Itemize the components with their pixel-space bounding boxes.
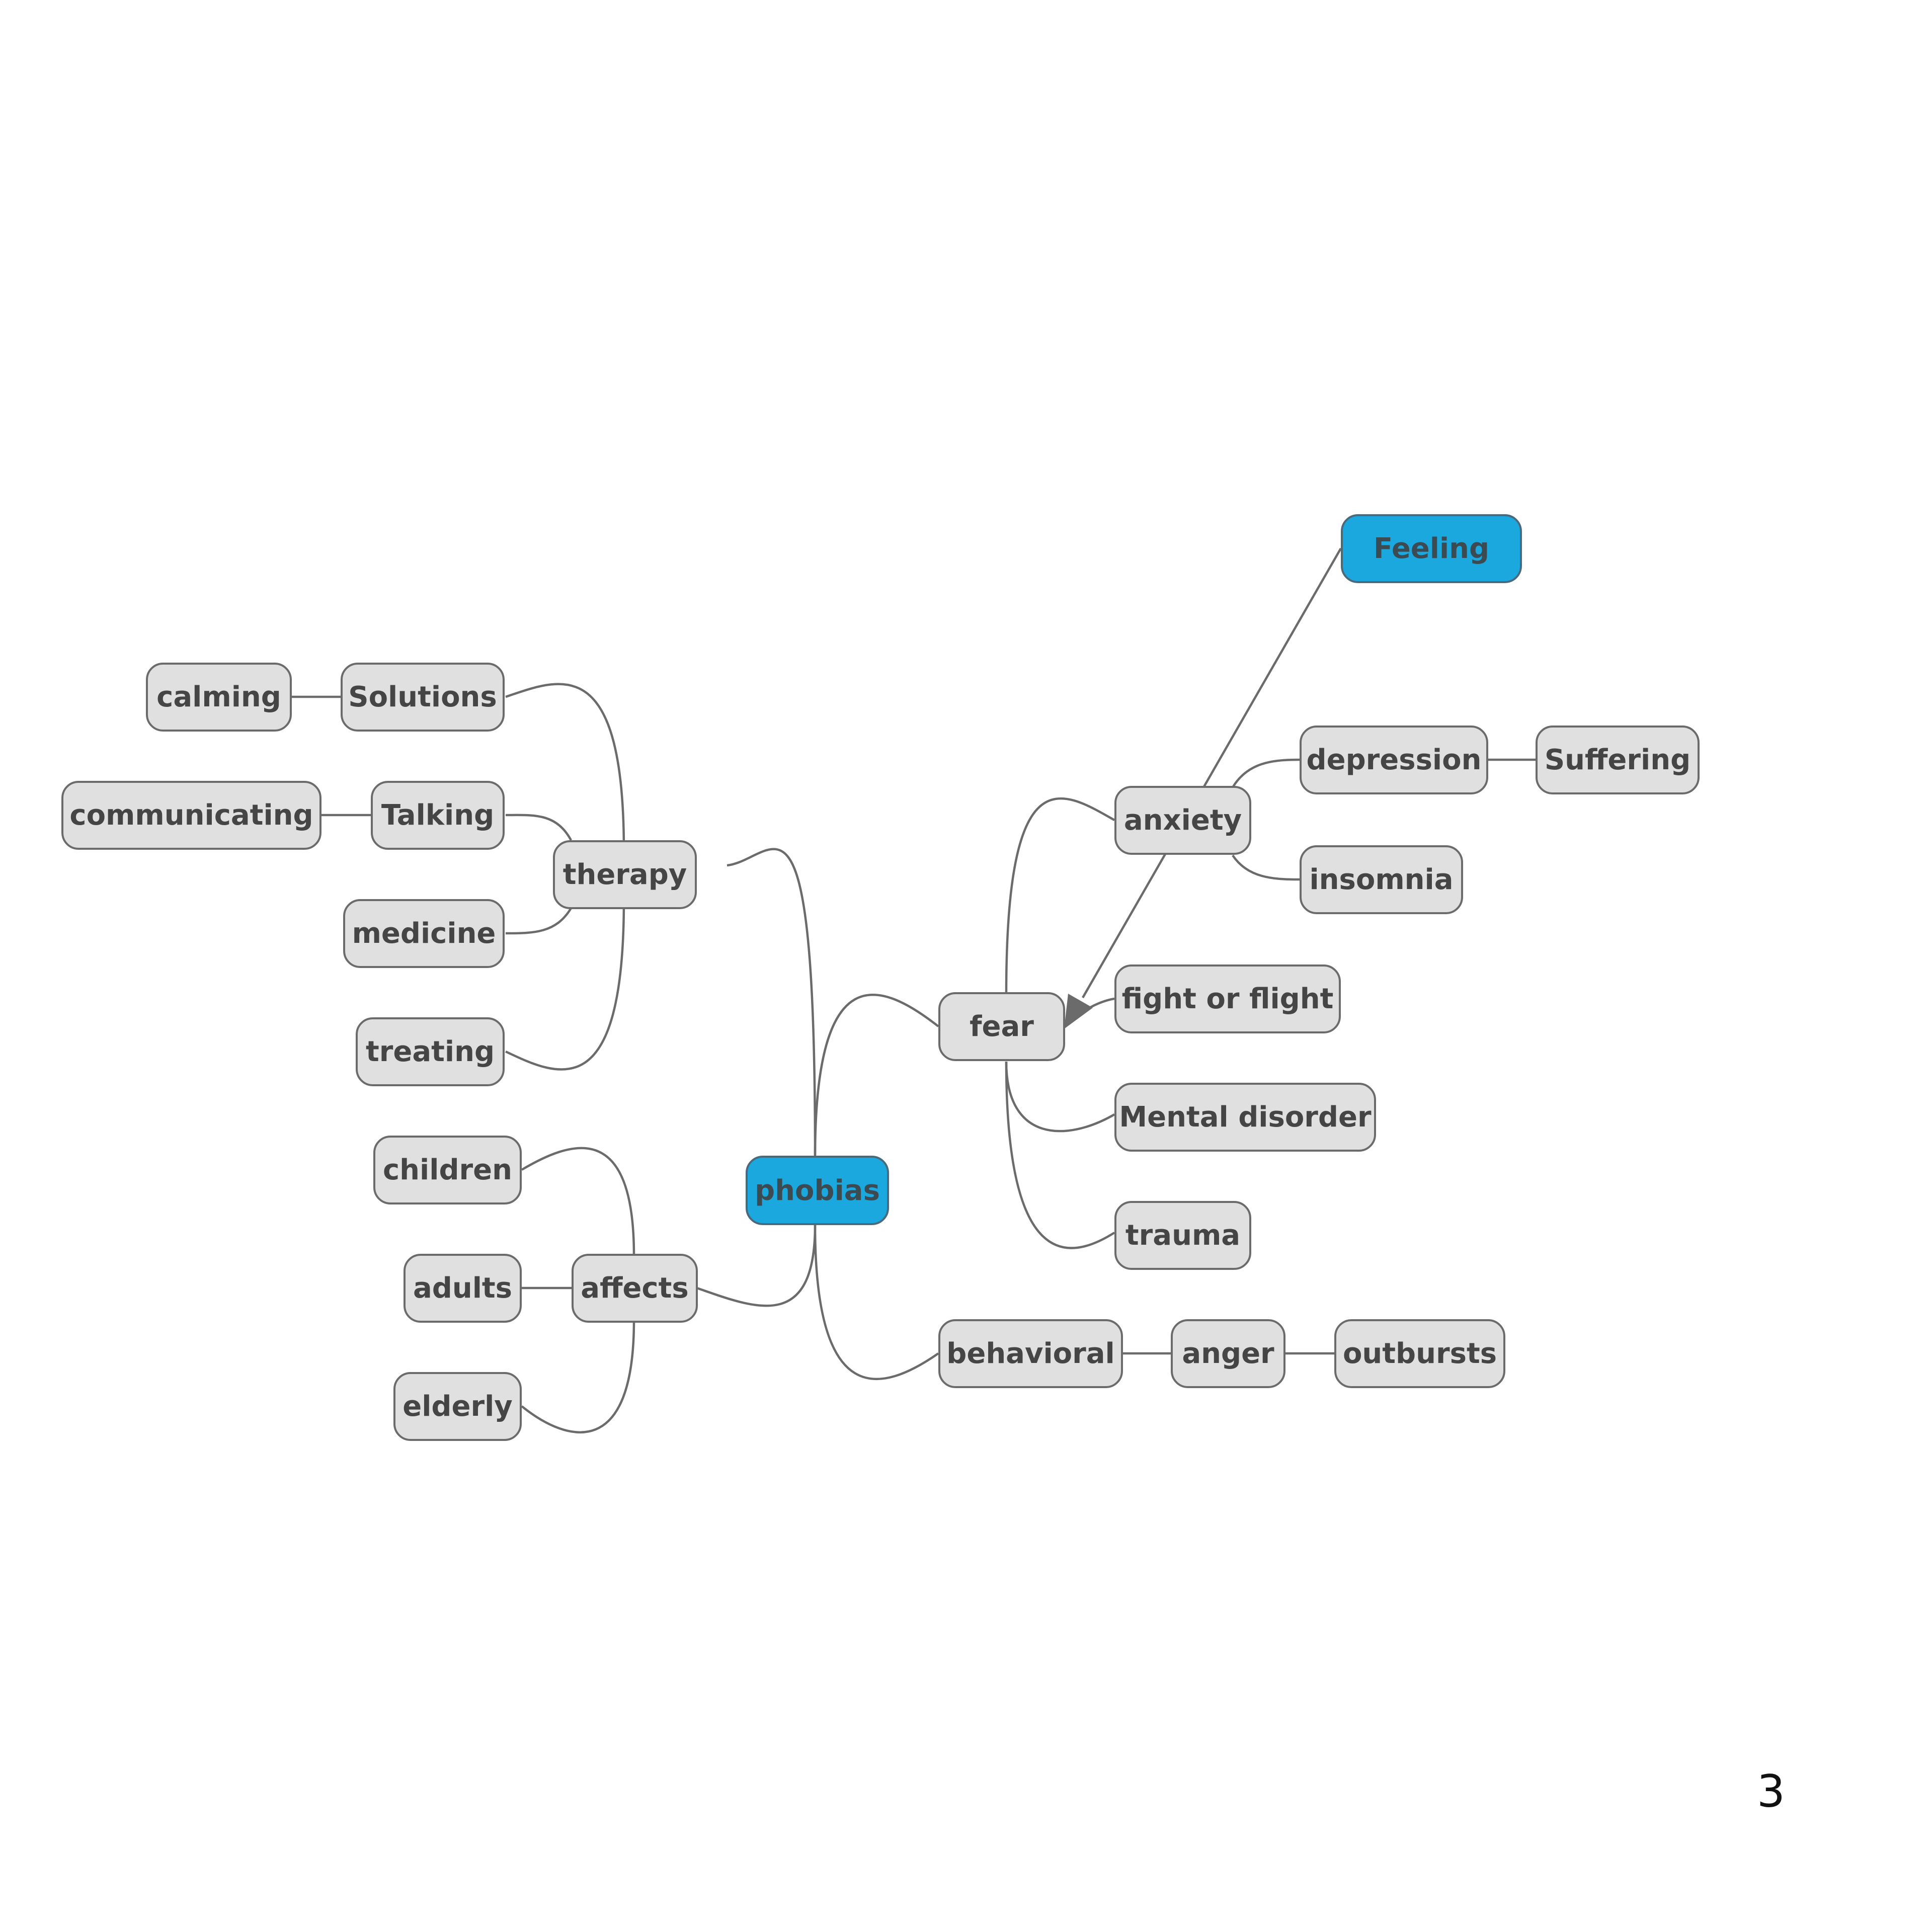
topic-therapy[interactable]: therapy	[553, 840, 697, 909]
connector-therapy-talking	[505, 814, 572, 841]
relationship-arrowhead	[1064, 994, 1093, 1029]
connector-anxiety-depression	[1232, 758, 1300, 788]
connector-fear-mental-disorder	[1005, 1061, 1115, 1133]
topic-affects[interactable]: affects	[572, 1254, 698, 1323]
topic-medicine[interactable]: medicine	[343, 899, 505, 968]
topic-fear[interactable]: fear	[938, 992, 1065, 1061]
topic-insomnia[interactable]: insomnia	[1300, 845, 1463, 914]
floating-topic-feeling[interactable]: Feeling	[1341, 514, 1522, 583]
connector-affects-elderly	[521, 1320, 635, 1434]
topic-trauma[interactable]: trauma	[1114, 1201, 1251, 1270]
topic-adults[interactable]: adults	[404, 1254, 522, 1323]
topic-elderly[interactable]: elderly	[393, 1372, 522, 1441]
topic-mental-disorder[interactable]: Mental disorder	[1114, 1083, 1376, 1152]
connector-fear-trauma	[1005, 1061, 1115, 1249]
connector-affects-children	[521, 1147, 635, 1256]
topic-anxiety[interactable]: anxiety	[1114, 786, 1251, 855]
connector-fear-anxiety	[1005, 797, 1115, 994]
topic-anger[interactable]: anger	[1171, 1319, 1285, 1388]
topic-talking[interactable]: Talking	[371, 781, 505, 850]
connector-phobias-fear	[814, 994, 939, 1158]
topic-suffering[interactable]: Suffering	[1536, 726, 1700, 794]
connector-phobias-therapy	[727, 848, 817, 1155]
connector-phobias-affects	[696, 1225, 817, 1307]
topic-outbursts[interactable]: outbursts	[1334, 1319, 1505, 1388]
topic-solutions[interactable]: Solutions	[341, 663, 505, 732]
topic-behavioral[interactable]: behavioral	[938, 1319, 1123, 1388]
topic-treating[interactable]: treating	[356, 1017, 505, 1086]
topic-fight-or-flight[interactable]: fight or flight	[1114, 964, 1341, 1033]
connector-therapy-solutions	[505, 683, 625, 851]
topic-communicating[interactable]: communicating	[61, 781, 321, 850]
connector-therapy-medicine	[505, 907, 572, 935]
connector-phobias-behavioral	[814, 1225, 939, 1381]
relationship-feeling-fear	[1082, 547, 1342, 999]
topic-children[interactable]: children	[373, 1136, 522, 1204]
connector-therapy-treating	[505, 900, 625, 1071]
topic-calming[interactable]: calming	[146, 663, 292, 732]
central-topic-phobias[interactable]: phobias	[746, 1156, 889, 1225]
topic-depression[interactable]: depression	[1300, 726, 1488, 794]
connector-anxiety-insomnia	[1232, 854, 1300, 881]
page-number: 3	[1757, 1765, 1785, 1817]
